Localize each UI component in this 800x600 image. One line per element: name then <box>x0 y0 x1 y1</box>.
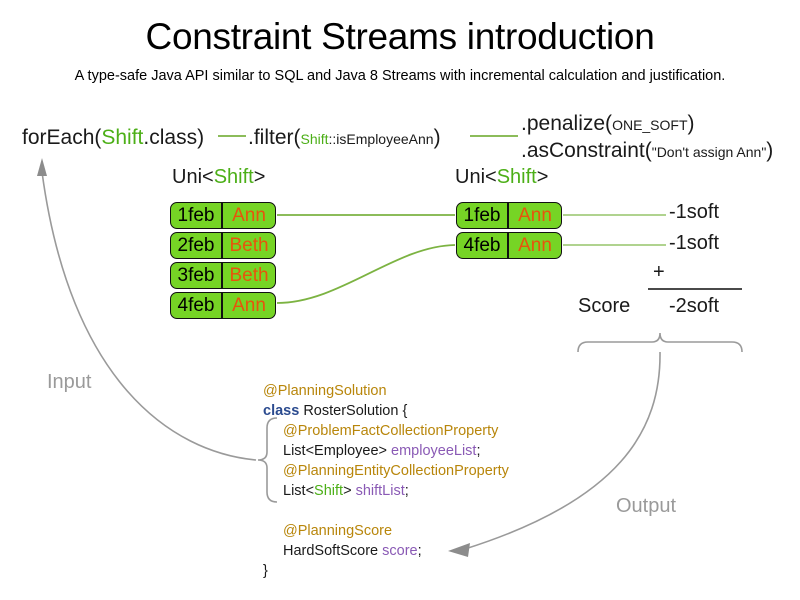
input-arrowhead <box>37 158 47 176</box>
shift-date: 4feb <box>456 232 508 259</box>
code-line: } <box>263 561 422 581</box>
penalize-arg: ONE_SOFT <box>612 117 688 133</box>
code-block-solution: @PlanningSolution class RosterSolution {… <box>263 381 509 501</box>
shift-employee: Ann <box>222 292 276 319</box>
sum-operator: + <box>653 261 665 283</box>
shift-date: 4feb <box>170 292 222 319</box>
code-line: @PlanningSolution <box>263 381 509 401</box>
foreach-prefix: forEach( <box>22 126 102 149</box>
output-arrowhead <box>448 543 470 557</box>
pipeline-asconstraint: .asConstraint("Don't assign Ann") <box>521 139 773 163</box>
pipeline-foreach: forEach(Shift.class) <box>22 126 204 150</box>
shift-row: 1feb Ann <box>456 202 562 229</box>
shift-employee: Ann <box>508 232 562 259</box>
code-line: @PlanningEntityCollectionProperty <box>263 461 509 481</box>
field-type-shift-list-pre: List< <box>283 483 315 499</box>
asconstraint-suffix: ) <box>766 139 774 162</box>
penalty-value-1: -1soft <box>669 201 720 223</box>
stream-connector-4feb <box>276 244 456 304</box>
code-line: @ProblemFactCollectionProperty <box>263 421 509 441</box>
penalize-suffix: ) <box>687 112 695 135</box>
filter-type: Shift <box>300 131 329 147</box>
code-line: @PlanningScore <box>263 521 422 541</box>
field-name-score: score <box>382 543 418 559</box>
uni-right-suffix: > <box>536 166 549 188</box>
uni-right-type: Shift <box>496 166 537 188</box>
shift-row: 4feb Ann <box>456 232 562 259</box>
annotation-problem-fact-collection: @ProblemFactCollectionProperty <box>283 423 499 439</box>
field-type-hard-soft-score: HardSoftScore <box>283 543 379 559</box>
field-type-employee-list: List<Employee> <box>283 443 387 459</box>
shift-date: 1feb <box>456 202 508 229</box>
uni-left-type: Shift <box>213 166 254 188</box>
field-name-shift-list: shiftList <box>355 483 405 499</box>
filter-suffix: ) <box>433 126 441 149</box>
page-subtitle: A type-safe Java API similar to SQL and … <box>74 68 726 84</box>
code-line: HardSoftScore score; <box>263 541 422 561</box>
code-line: List<Shift> shiftList; <box>263 481 509 501</box>
code-line: List<Employee> employeeList; <box>263 441 509 461</box>
shift-employee: Ann <box>222 202 276 229</box>
input-label: Input <box>47 371 92 393</box>
foreach-type: Shift <box>101 126 144 149</box>
class-declaration: RosterSolution { <box>303 403 408 419</box>
uni-label-left: Uni<Shift> <box>172 166 265 189</box>
shift-date: 3feb <box>170 262 222 289</box>
asconstraint-prefix: .asConstraint( <box>521 139 652 162</box>
uni-left-prefix: Uni< <box>172 166 214 188</box>
shift-employee: Ann <box>508 202 562 229</box>
score-brace <box>577 332 743 353</box>
shift-date: 1feb <box>170 202 222 229</box>
shift-row: 1feb Ann <box>170 202 276 229</box>
score-total: -2soft <box>669 295 720 317</box>
filter-prefix: .filter( <box>248 126 301 149</box>
uni-label-right: Uni<Shift> <box>455 166 548 189</box>
field-type-shift-generic: Shift <box>314 483 344 499</box>
asconstraint-arg: "Don't assign Ann" <box>651 144 767 160</box>
field-name-employee-list: employeeList <box>391 443 477 459</box>
foreach-suffix: .class) <box>143 126 205 149</box>
annotation-planning-entity-collection: @PlanningEntityCollectionProperty <box>283 463 509 479</box>
field-semicolon: ; <box>476 443 481 459</box>
uni-right-prefix: Uni< <box>455 166 497 188</box>
shift-date: 2feb <box>170 232 222 259</box>
shift-employee: Beth <box>222 262 276 289</box>
code-line: class RosterSolution { <box>263 401 509 421</box>
shift-employee: Beth <box>222 232 276 259</box>
penalty-value-2: -1soft <box>669 232 720 254</box>
class-closing-brace: } <box>263 563 268 579</box>
pipeline-penalize: .penalize(ONE_SOFT) <box>521 112 695 136</box>
shift-row: 2feb Beth <box>170 232 276 259</box>
page-title: Constraint Streams introduction <box>145 16 655 57</box>
output-label: Output <box>616 495 677 517</box>
shift-row: 3feb Beth <box>170 262 276 289</box>
filter-method: ::isEmployeeAnn <box>328 131 434 147</box>
annotation-planning-solution: @PlanningSolution <box>263 383 387 399</box>
annotation-planning-score: @PlanningScore <box>283 523 393 539</box>
field-semicolon: ; <box>404 483 409 499</box>
penalize-prefix: .penalize( <box>521 112 613 135</box>
code-block-score: @PlanningScore HardSoftScore score; } <box>263 521 422 581</box>
field-type-shift-list-post: > <box>343 483 352 499</box>
pipeline-filter: .filter(Shift::isEmployeeAnn) <box>248 126 441 150</box>
field-semicolon: ; <box>417 543 422 559</box>
keyword-class: class <box>263 403 300 419</box>
shift-row: 4feb Ann <box>170 292 276 319</box>
sum-rule <box>648 288 742 290</box>
uni-left-suffix: > <box>253 166 266 188</box>
score-label: Score <box>578 295 631 317</box>
